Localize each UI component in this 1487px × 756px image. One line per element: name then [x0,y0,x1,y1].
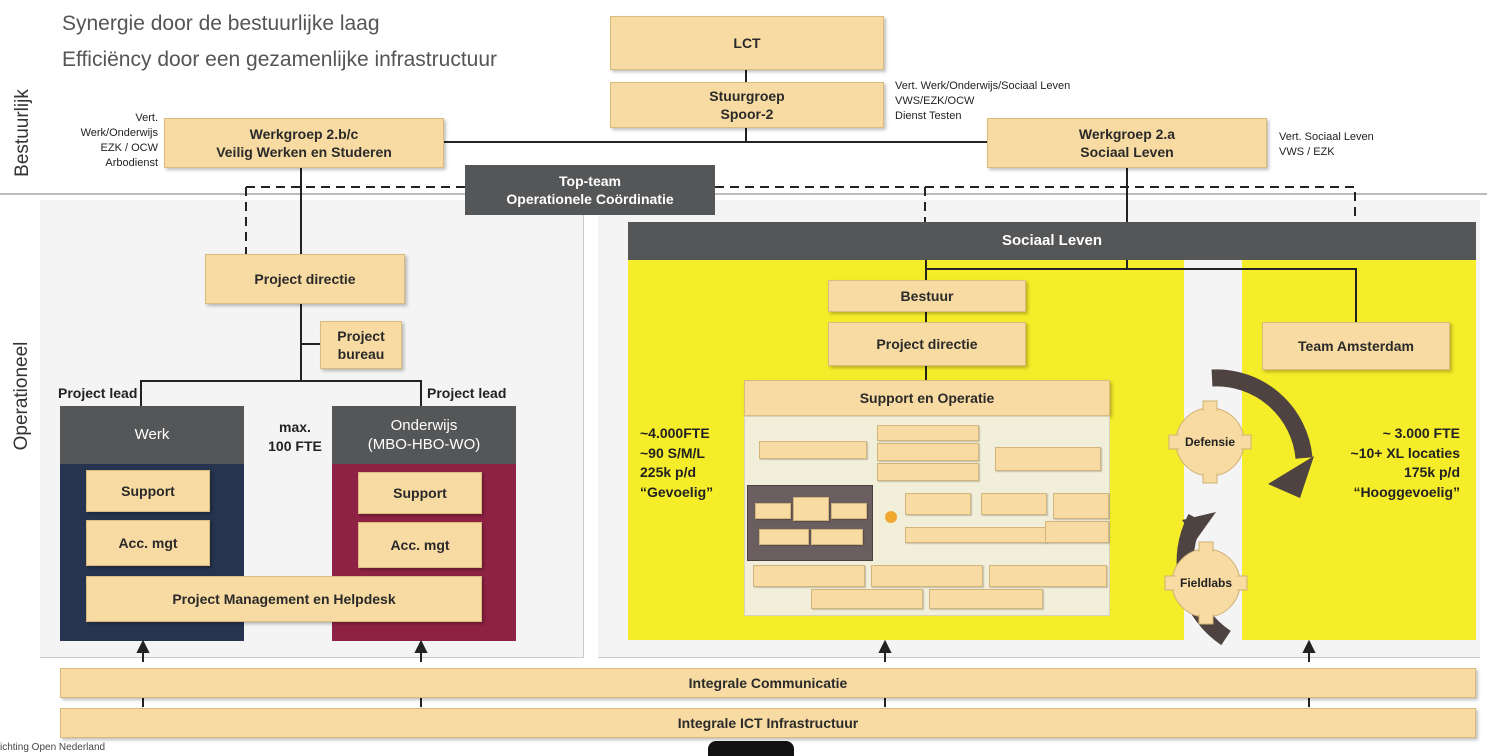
lct-box: LCT [610,16,884,70]
stuurgroep-box: Stuurgroep Spoor-2 [610,82,884,128]
project-bureau-box: Project bureau [320,321,402,369]
werkgroep-bc-box: Werkgroep 2.b/c Veilig Werken en Studere… [164,118,444,168]
title-line-1: Synergie door de bestuurlijke laag [62,12,380,35]
integrale-ict-bar: Integrale ICT Infrastructuur [60,708,1476,738]
sociaal-leven-bar: Sociaal Leven [628,222,1476,260]
werk-support: Support [86,470,210,512]
team-amsterdam-box: Team Amsterdam [1262,322,1450,370]
project-lead-left: Project lead [58,385,138,401]
stats-left: ~4.000FTE ~90 S/M/L 225k p/d “Gevoelig” [640,425,714,500]
redaction-mark [708,741,794,756]
footer-source: ichting Open Nederland [0,742,106,753]
onderwijs-support: Support [358,472,482,514]
support-operatie-thumbnail [744,416,1110,616]
title-line-2: Efficiëncy door een gezamenlijke infrast… [62,48,498,71]
fieldlabs-gear: Fieldlabs [1179,576,1232,590]
werkgroep-bc-note: Vert. Werk/Onderwijs EZK / OCW Arbodiens… [80,112,158,169]
project-directie-left: Project directie [205,254,405,304]
project-lead-right: Project lead [427,385,507,401]
werkgroep-a-box: Werkgroep 2.a Sociaal Leven [987,118,1267,168]
onderwijs-header: Onderwijs (MBO-HBO-WO) [332,406,516,464]
stuurgroep-note: Vert. Werk/Onderwijs/Sociaal Leven VWS/E… [895,80,1071,122]
section-divider [0,193,1487,195]
support-operatie-box: Support en Operatie [744,380,1110,416]
integrale-communicatie-bar: Integrale Communicatie [60,668,1476,698]
stats-right: ~ 3.000 FTE ~10+ XL locaties 175k p/d “H… [1350,425,1460,500]
werk-header: Werk [60,406,244,464]
werkgroep-a-note: Vert. Sociaal Leven VWS / EZK [1279,131,1374,158]
top-team-box: Top-team Operationele Coördinatie [465,165,715,215]
onderwijs-acc-mgt: Acc. mgt [358,522,482,568]
defensie-gear: Defensie [1184,435,1236,449]
max-fte-label: max. 100 FTE [268,419,322,454]
werk-acc-mgt: Acc. mgt [86,520,210,566]
bestuur-box: Bestuur [828,280,1026,312]
project-directie-right: Project directie [828,322,1026,366]
project-management-helpdesk: Project Management en Helpdesk [86,576,482,622]
